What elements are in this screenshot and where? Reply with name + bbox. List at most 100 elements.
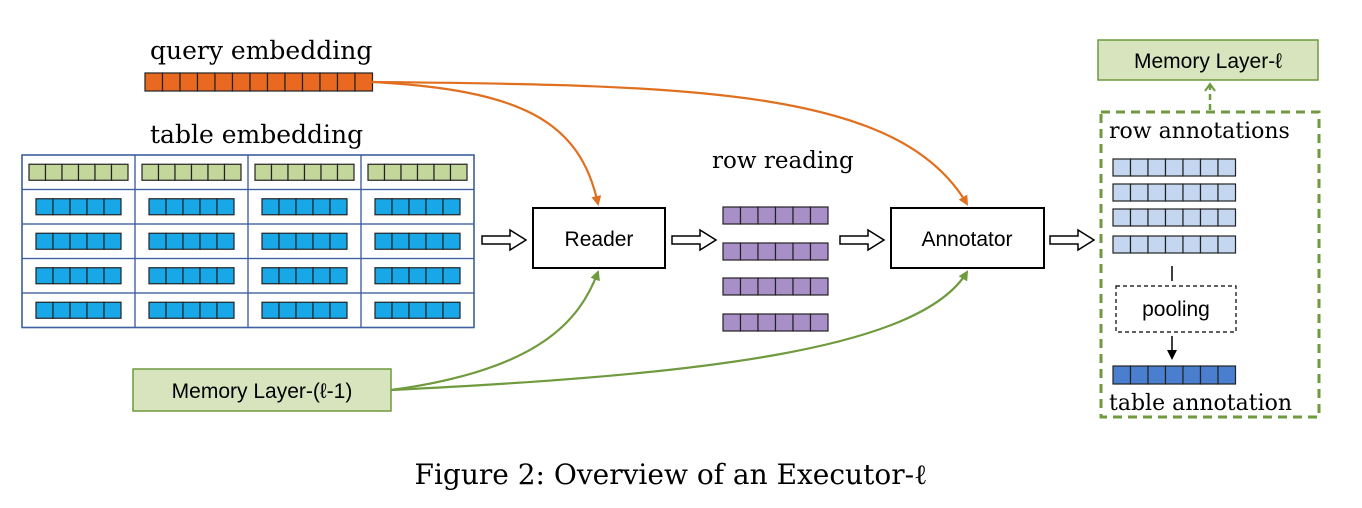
vector-cell [207, 163, 226, 181]
vector-cell [165, 267, 184, 285]
vector-cell [1147, 183, 1167, 202]
vector-cell [792, 206, 812, 225]
vector-cell [408, 301, 427, 319]
vector-cell [336, 163, 355, 181]
vector-cell [1199, 183, 1219, 202]
vector-cell [1129, 183, 1149, 202]
vector-cell [86, 198, 105, 216]
vector-cell [103, 267, 122, 285]
vector-cell [408, 267, 427, 285]
vector-cell [391, 198, 410, 216]
reader-box: Reader [532, 207, 666, 269]
row-annotation-vector [1112, 208, 1237, 227]
vector-cell [1164, 183, 1184, 202]
vector-cell [442, 267, 461, 285]
vector-cell [182, 198, 201, 216]
vector-cell [391, 267, 410, 285]
memory-layer-output-box: Memory Layer-ℓ [1097, 39, 1319, 81]
row-reading-vector [722, 277, 829, 296]
vector-cell [77, 163, 96, 181]
vector-cell [261, 232, 280, 250]
query-vector [144, 72, 374, 92]
vector-cell [94, 163, 113, 181]
vector-cell [1182, 235, 1202, 254]
vector-cell [278, 301, 297, 319]
vector-cell [1199, 208, 1219, 227]
vector-cell [757, 242, 777, 261]
annotator-label: Annotator [921, 228, 1012, 251]
vector-cell [319, 72, 339, 92]
vector-cell [1182, 158, 1202, 177]
vector-cell [182, 267, 201, 285]
hollow-arrow [839, 228, 886, 252]
table-body-vector [35, 267, 122, 285]
vector-cell [148, 198, 167, 216]
vector-cell [809, 313, 829, 332]
vector-cell [1217, 365, 1237, 385]
vector-cell [1182, 365, 1202, 385]
table-body-vector [148, 198, 235, 216]
vector-cell [442, 198, 461, 216]
memory-to-annotator-arrow [390, 270, 969, 392]
table-body-vector [261, 232, 348, 250]
vector-cell [425, 232, 444, 250]
vector-cell [69, 267, 88, 285]
row-annotation-vector [1112, 158, 1237, 177]
vector-cell [329, 301, 348, 319]
vector-cell [266, 72, 286, 92]
vector-cell [52, 232, 71, 250]
row-reading-vector [722, 313, 829, 332]
vector-cell [148, 301, 167, 319]
table-header-vector [28, 163, 129, 181]
vector-cell [1182, 183, 1202, 202]
pooling-label: pooling [1142, 298, 1210, 321]
table-annotation-cells [1112, 365, 1237, 385]
vector-cell [284, 72, 304, 92]
vector-cell [425, 198, 444, 216]
vector-cell [278, 198, 297, 216]
vector-cell [739, 206, 759, 225]
vector-cell [69, 301, 88, 319]
vector-cell [199, 301, 218, 319]
vector-cell [199, 232, 218, 250]
vector-cell [165, 301, 184, 319]
vector-cell [792, 242, 812, 261]
vector-cell [52, 301, 71, 319]
vector-cell [141, 163, 160, 181]
vector-cell [739, 313, 759, 332]
vector-cell [774, 277, 794, 296]
table-body-vector [148, 267, 235, 285]
vector-cell [374, 267, 393, 285]
table-header-vector [367, 163, 468, 181]
vector-cell [1112, 365, 1132, 385]
hollow-arrow [671, 228, 718, 252]
vector-cell [722, 206, 742, 225]
vector-cell [301, 72, 321, 92]
vector-cell [425, 301, 444, 319]
vector-cell [35, 301, 54, 319]
vector-cell [1112, 158, 1132, 177]
table-body-vector [35, 198, 122, 216]
row-reading-vector [722, 206, 829, 225]
vector-cell [1217, 208, 1237, 227]
table-embedding-label: table embedding [150, 120, 363, 149]
vector-cell [809, 277, 829, 296]
vector-cell [295, 232, 314, 250]
vector-cell [1147, 365, 1167, 385]
table-body-vector [35, 232, 122, 250]
vector-cell [148, 267, 167, 285]
query-to-reader-arrow [371, 80, 602, 206]
vector-cell [52, 267, 71, 285]
table-body-vector [374, 198, 461, 216]
vector-cell [295, 267, 314, 285]
vector-cell [391, 232, 410, 250]
vector-cell [52, 198, 71, 216]
hollow-arrow [1049, 228, 1096, 252]
vector-cell [1199, 235, 1219, 254]
vector-cell [312, 232, 331, 250]
vector-cell [35, 267, 54, 285]
vector-cell [416, 163, 435, 181]
table-body-vector [374, 301, 461, 319]
memory-to-reader-arrow [390, 270, 600, 392]
vector-cell [722, 242, 742, 261]
